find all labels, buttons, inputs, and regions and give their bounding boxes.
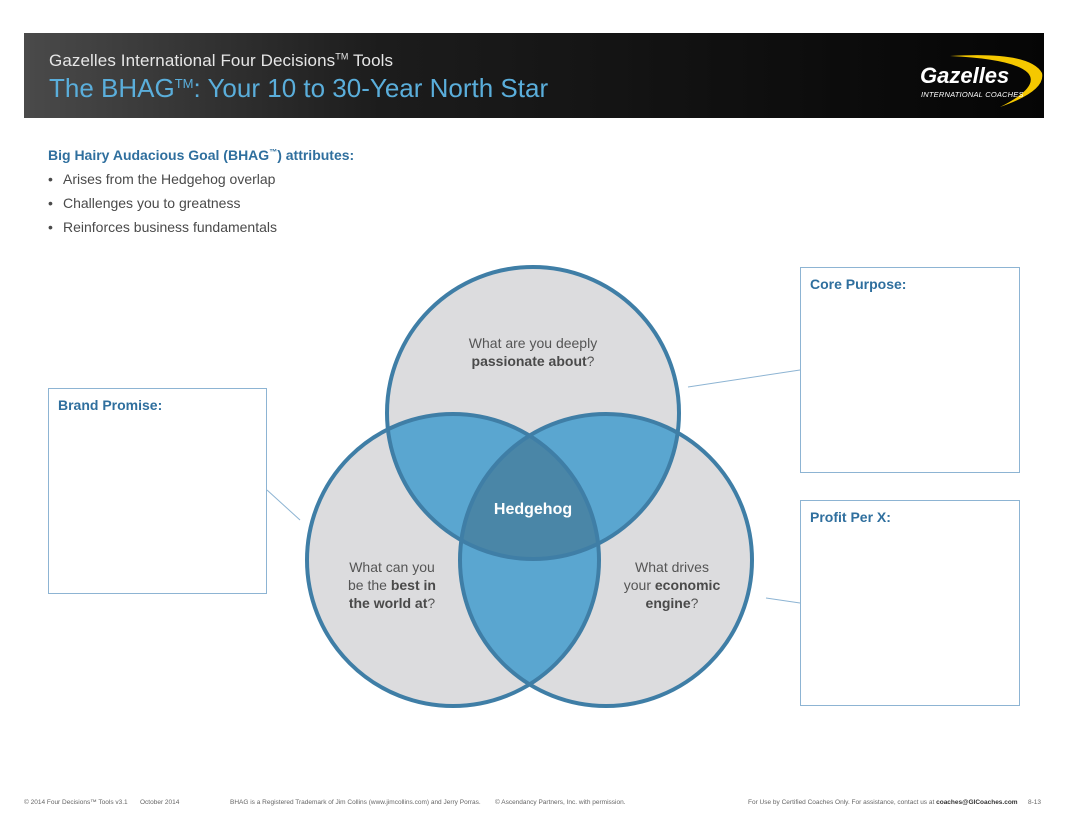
passion-outline bbox=[385, 265, 681, 561]
core-purpose-connector bbox=[687, 369, 801, 388]
attributes-heading: Big Hairy Audacious Goal (BHAG™) attribu… bbox=[48, 147, 355, 163]
hedgehog-label: Hedgehog bbox=[493, 501, 573, 518]
venn-outlines bbox=[305, 265, 754, 708]
bullet-icon: • bbox=[48, 195, 53, 211]
core-purpose-box[interactable]: Core Purpose: bbox=[800, 267, 1020, 473]
logo-name: Gazelles bbox=[920, 63, 1010, 88]
passion-question: What are you deeply passionate about? bbox=[468, 335, 598, 369]
footer-email-link[interactable]: coaches@GICoaches.com bbox=[936, 799, 1018, 806]
engine-outline bbox=[458, 412, 754, 708]
core-purpose-label: Core Purpose: bbox=[810, 276, 907, 292]
attributes-list: •Arises from the Hedgehog overlap •Chall… bbox=[48, 170, 277, 242]
list-item: •Challenges you to greatness bbox=[48, 195, 241, 211]
hedgehog-center bbox=[460, 414, 599, 559]
profit-per-x-box[interactable]: Profit Per X: bbox=[800, 500, 1020, 706]
brand-promise-connector bbox=[266, 489, 301, 521]
brand-promise-label: Brand Promise: bbox=[58, 397, 163, 413]
list-item: •Arises from the Hedgehog overlap bbox=[48, 171, 276, 187]
economic-engine-question: What drives your economic engine? bbox=[623, 559, 721, 611]
gazelles-logo: Gazelles INTERNATIONAL COACHES bbox=[890, 51, 1050, 111]
footer-version: © 2014 Four Decisions™ Tools v3.1 bbox=[24, 799, 128, 806]
brand-promise-box[interactable]: Brand Promise: bbox=[48, 388, 267, 594]
logo-subtext: INTERNATIONAL COACHES bbox=[921, 90, 1024, 99]
bullet-icon: • bbox=[48, 219, 53, 235]
footer-copyright: © Ascendancy Partners, Inc. with permiss… bbox=[495, 799, 626, 806]
venn-overlaps bbox=[387, 414, 679, 706]
footer-page-number: 8-13 bbox=[1028, 799, 1042, 806]
footer-use-note: For Use by Certified Coaches Only. For a… bbox=[748, 799, 1018, 806]
page-title: The BHAGTM: Your 10 to 30-Year North Sta… bbox=[49, 73, 549, 103]
header-subtitle: Gazelles International Four DecisionsTM … bbox=[49, 51, 394, 70]
best-outline bbox=[305, 412, 601, 708]
bullet-icon: • bbox=[48, 171, 53, 187]
list-item: •Reinforces business fundamentals bbox=[48, 219, 278, 235]
profit-per-x-label: Profit Per X: bbox=[810, 509, 891, 525]
footer-trademark: BHAG is a Registered Trademark of Jim Co… bbox=[230, 799, 481, 806]
header-banner: Gazelles International Four DecisionsTM … bbox=[24, 33, 1044, 118]
best-in-world-question: What can you be the best in the world at… bbox=[348, 559, 436, 611]
footer-date: October 2014 bbox=[140, 799, 180, 806]
profit-per-x-connector bbox=[765, 597, 801, 604]
